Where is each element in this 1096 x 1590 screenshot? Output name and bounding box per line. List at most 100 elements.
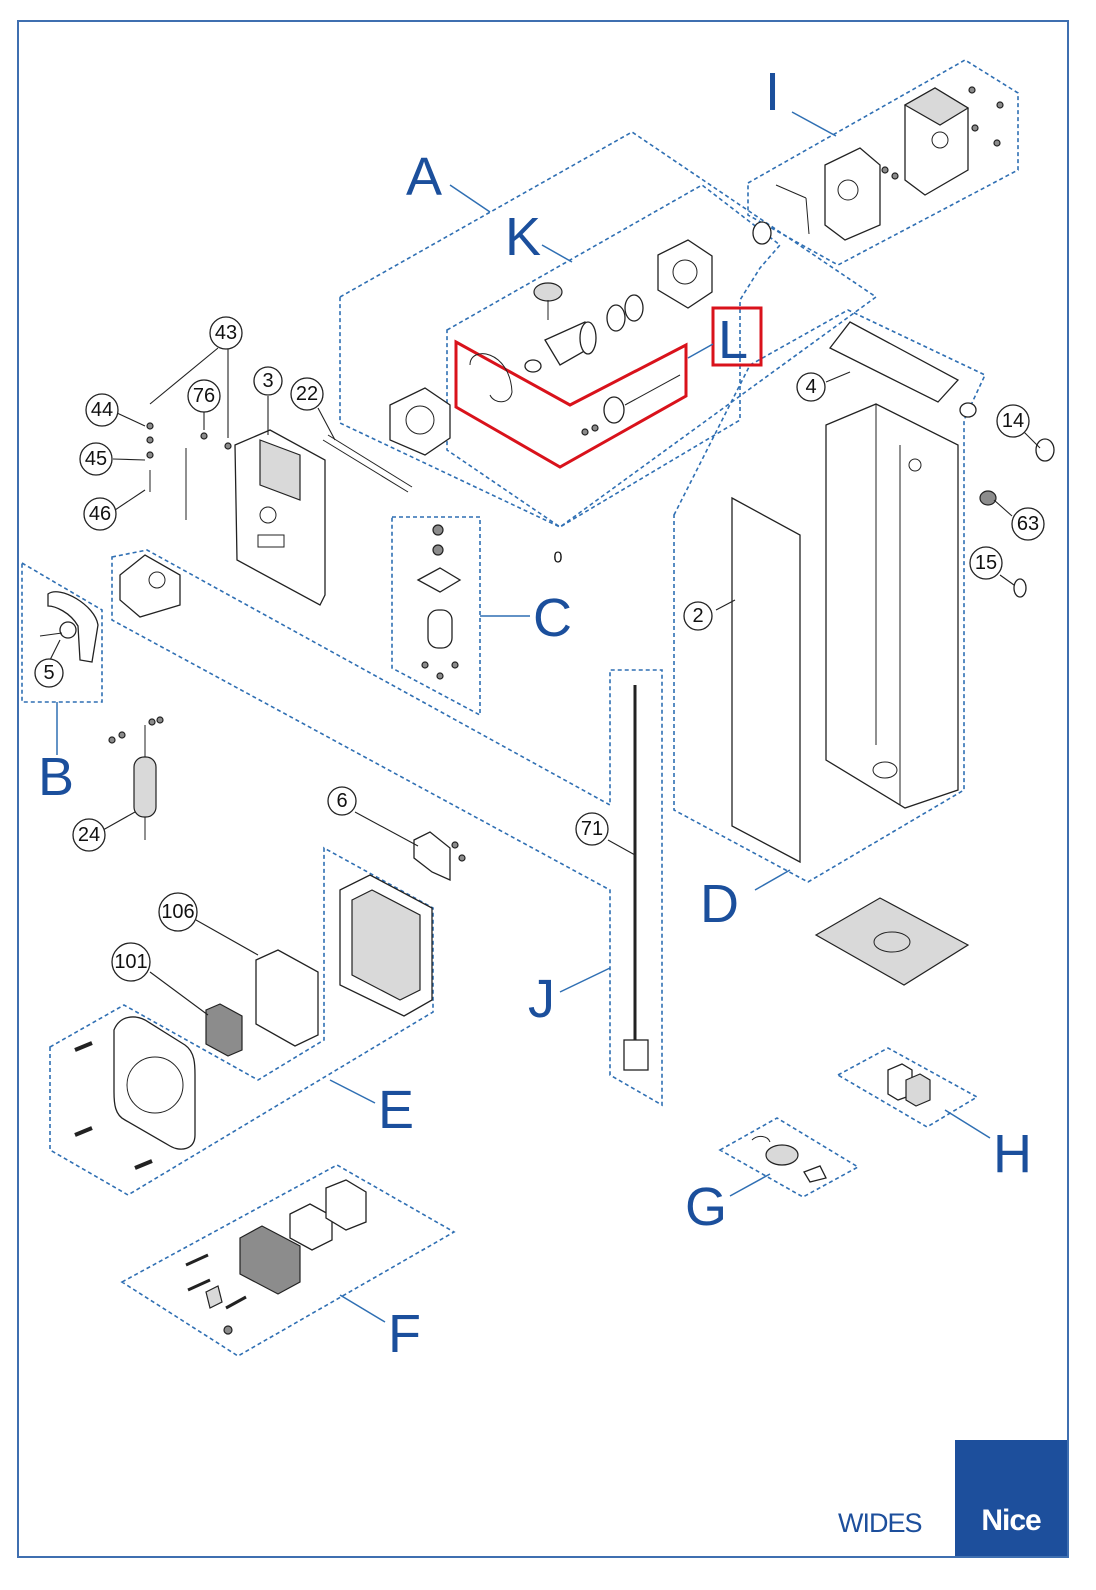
group-label-J: J bbox=[528, 969, 555, 1029]
group-outline-E bbox=[49, 846, 434, 1196]
part-24-spring bbox=[108, 716, 164, 840]
leader-E bbox=[329, 1079, 376, 1104]
bubble-71: 71 bbox=[575, 812, 609, 846]
leader-63 bbox=[993, 499, 1013, 517]
leader-D bbox=[754, 869, 791, 891]
group-label-F: F bbox=[388, 1304, 421, 1364]
label-22: 22 bbox=[296, 383, 318, 405]
group-outline-H bbox=[836, 1047, 979, 1128]
label-106: 106 bbox=[161, 901, 194, 923]
part-group-D-cabinet bbox=[731, 321, 1055, 986]
part-frame-plate bbox=[119, 422, 413, 618]
group-label-C: C bbox=[533, 588, 572, 648]
part-group-A-gearbox bbox=[389, 221, 772, 456]
label-14: 14 bbox=[1002, 410, 1024, 432]
leader-43a bbox=[149, 347, 219, 405]
group-label-I: I bbox=[765, 62, 780, 122]
label-2: 2 bbox=[692, 605, 703, 627]
label-6: 6 bbox=[336, 790, 347, 812]
group-label-G: G bbox=[685, 1177, 727, 1237]
leader-22 bbox=[317, 407, 336, 441]
leader-K bbox=[541, 244, 573, 263]
group-label-D: D bbox=[700, 874, 739, 934]
brand-logo-text: Nice bbox=[981, 1504, 1041, 1537]
leader-71 bbox=[607, 839, 636, 856]
group-outline-D bbox=[673, 309, 987, 883]
part-group-L-shaft bbox=[469, 353, 681, 436]
group-outline-C bbox=[391, 516, 481, 717]
bubble-106: 106 bbox=[158, 892, 198, 932]
part-group-I-housing bbox=[775, 86, 1004, 241]
leader-14 bbox=[1023, 431, 1041, 449]
leader-24 bbox=[102, 811, 136, 831]
bubble-22: 22 bbox=[290, 377, 324, 411]
leader-106 bbox=[195, 919, 259, 956]
label-76: 76 bbox=[193, 385, 215, 407]
bubble-43: 43 bbox=[209, 316, 243, 350]
part-71-rod bbox=[623, 685, 649, 1071]
group-label-L: L bbox=[718, 310, 748, 370]
small-mark-0: 0 bbox=[554, 550, 563, 567]
label-71: 71 bbox=[581, 818, 603, 840]
bubble-76: 76 bbox=[187, 379, 221, 413]
group-outline-F bbox=[120, 1164, 456, 1357]
part-group-C-motor bbox=[416, 524, 462, 680]
bubble-24: 24 bbox=[72, 818, 106, 852]
label-63: 63 bbox=[1017, 513, 1039, 535]
leader-101 bbox=[149, 971, 209, 1016]
bubble-3: 3 bbox=[253, 366, 283, 396]
group-label-E: E bbox=[378, 1080, 414, 1140]
bubble-63: 63 bbox=[1011, 507, 1045, 541]
leader-2 bbox=[715, 599, 736, 611]
leader-H bbox=[944, 1109, 991, 1139]
label-box-L bbox=[711, 306, 763, 367]
leader-6 bbox=[354, 811, 419, 847]
bubble-15: 15 bbox=[969, 546, 1003, 580]
part-group-F-transformer bbox=[185, 1179, 367, 1335]
label-4: 4 bbox=[805, 376, 816, 398]
part-group-B-lever bbox=[39, 591, 99, 663]
brand-logo: Nice bbox=[955, 1440, 1067, 1556]
leader-J bbox=[559, 967, 611, 993]
leader-45 bbox=[112, 458, 146, 461]
label-24: 24 bbox=[78, 824, 100, 846]
group-outline-I bbox=[747, 59, 1019, 266]
model-name: WIDES bbox=[838, 1508, 923, 1538]
part-6-bracket bbox=[413, 831, 466, 882]
bubble-5: 5 bbox=[34, 658, 64, 688]
bubble-14: 14 bbox=[996, 404, 1030, 438]
part-group-H-selector bbox=[887, 1063, 931, 1107]
group-outline-L-highlight bbox=[454, 339, 688, 469]
group-label-H: H bbox=[993, 1124, 1032, 1184]
group-outline-G bbox=[718, 1117, 860, 1198]
leader-46 bbox=[114, 489, 146, 511]
leader-4 bbox=[825, 371, 851, 383]
group-label-K: K bbox=[505, 207, 541, 267]
label-101: 101 bbox=[114, 951, 147, 973]
part-group-E-control-unit bbox=[74, 874, 433, 1170]
bubble-6: 6 bbox=[327, 786, 357, 816]
label-15: 15 bbox=[975, 552, 997, 574]
leader-44 bbox=[116, 412, 146, 427]
leader-F bbox=[339, 1294, 386, 1323]
leader-I bbox=[791, 111, 837, 137]
bubble-44: 44 bbox=[85, 393, 119, 427]
part-group-G-lamp bbox=[751, 1135, 827, 1183]
bubble-101: 101 bbox=[111, 942, 151, 982]
label-5: 5 bbox=[43, 662, 54, 684]
label-44: 44 bbox=[91, 399, 113, 421]
leader-A bbox=[449, 184, 491, 213]
bubble-46: 46 bbox=[83, 497, 117, 531]
bubble-4: 4 bbox=[796, 372, 826, 402]
leader-15 bbox=[999, 574, 1015, 586]
bubble-2: 2 bbox=[683, 601, 713, 631]
leader-5 bbox=[49, 639, 61, 661]
label-45: 45 bbox=[85, 448, 107, 470]
label-43: 43 bbox=[215, 322, 237, 344]
group-label-A: A bbox=[406, 147, 442, 207]
diagram-frame bbox=[17, 20, 1069, 1558]
label-3: 3 bbox=[262, 370, 273, 392]
group-label-B: B bbox=[38, 747, 74, 807]
